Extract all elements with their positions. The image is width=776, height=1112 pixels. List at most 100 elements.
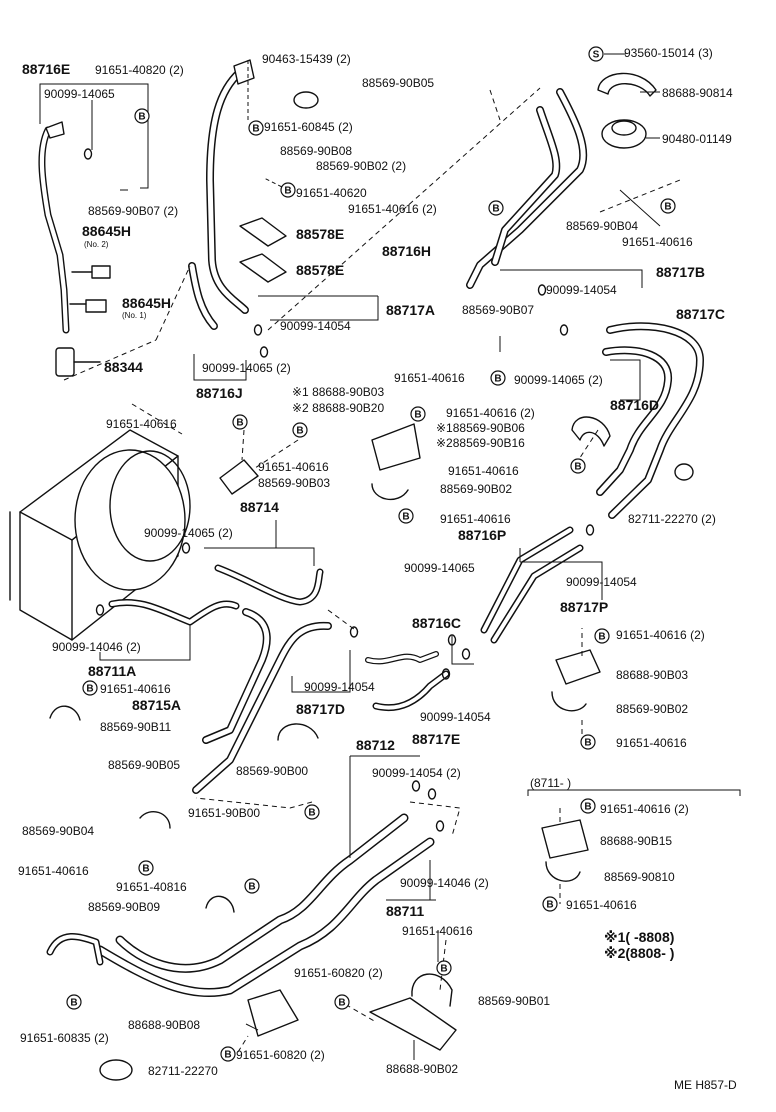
bolt-symbol-14 [304, 804, 320, 820]
label-91651-90B00: 91651-90B00 [188, 806, 261, 820]
label-88716J: 88716J [196, 385, 243, 401]
hose-end-left [46, 933, 104, 966]
hose-88716D [596, 346, 673, 496]
hose-88717E [372, 670, 450, 712]
clamp-88569-90B03 [219, 459, 259, 495]
bolt-symbol-2 [280, 182, 296, 198]
bolt-symbol-0 [134, 108, 150, 124]
label-star2-88688-90B20: ※2 88688-90B20 [292, 401, 385, 415]
bolt-symbol-letter-19: B [70, 998, 77, 1009]
label-90099-14054-a: 90099-14054 [280, 319, 351, 333]
label-91651-40616-mid: 91651-40616 [394, 371, 465, 385]
label-8711-range: (8711- ) [530, 776, 572, 790]
clamp-82711-22270 [99, 1059, 133, 1081]
label-91651-40616-box: 91651-40616 [566, 898, 637, 912]
label-88717E: 88717E [412, 731, 461, 747]
bracket-88688-90814 [597, 72, 657, 97]
bolt-symbol-letter-4: B [664, 202, 671, 213]
bolt-symbol-21 [580, 798, 596, 814]
hose-88716C [365, 651, 439, 665]
label-90099-14065-2-c: 90099-14065 (2) [144, 526, 233, 540]
label-91651-60820-2-a: 91651-60820 (2) [294, 966, 383, 980]
screw-symbol [588, 46, 604, 62]
label-82711-22270-2: 82711-22270 (2) [628, 512, 716, 526]
bolt-symbol-letter-18: B [338, 998, 345, 1009]
bolt-symbol-17 [436, 960, 452, 976]
label-88569-90B05-top: 88569-90B05 [362, 76, 435, 90]
label-90099-14054-d: 90099-14054 [304, 680, 375, 694]
label-88569-90B07: 88569-90B07 [462, 303, 535, 317]
clamp-88569-90B02-mid [371, 483, 409, 501]
label-88645H-no1-sub: (No. 1) [122, 311, 147, 320]
bolt-symbol-5 [490, 370, 506, 386]
diagram-ref-code: ME H857-D [674, 1078, 737, 1092]
hose-88717P [490, 544, 584, 644]
label-star2-88569-90B16: ※288569-90B16 [436, 436, 525, 450]
label-93560-15014: 93560-15014 (3) [624, 46, 713, 60]
bolt-symbol-letter-10: B [402, 512, 409, 523]
label-88688-90814: 88688-90814 [662, 86, 733, 100]
label-91651-40616-tr: 91651-40616 [622, 235, 693, 249]
receiver-88344 [55, 347, 101, 377]
label-88569-90B02-mid: 88569-90B02 [440, 482, 513, 496]
clamp-82711-22270-2 [674, 463, 694, 481]
label-91651-40616-left: 91651-40616 [106, 417, 177, 431]
pressure-switch-no2 [71, 265, 111, 279]
label-91651-60820-2-b: 91651-60820 (2) [236, 1048, 325, 1062]
label-88688-90B15: 88688-90B15 [600, 834, 673, 848]
label-90099-14065-c: 90099-14065 [404, 561, 475, 575]
bolt-symbol-12 [594, 628, 610, 644]
pressure-switch-no1 [69, 299, 107, 313]
label-91651-40616-b: 91651-40616 [402, 924, 473, 938]
clip-88578E-a [239, 217, 287, 247]
label-91651-40616-2-top: 91651-40616 (2) [348, 202, 437, 216]
bolt-symbol-letter-8: B [236, 418, 243, 429]
label-88578E-a: 88578E [296, 226, 345, 242]
hose-88717B [491, 106, 561, 266]
label-91651-40820: 91651-40820 (2) [95, 63, 184, 77]
label-88715A: 88715A [132, 697, 182, 713]
label-88569-90B08: 88569-90B08 [280, 144, 353, 158]
label-88569-90B01: 88569-90B01 [478, 994, 551, 1008]
label-90463-15439: 90463-15439 (2) [262, 52, 351, 66]
label-91651-40616-c: 91651-40616 [258, 460, 329, 474]
label-88711: 88711 [386, 903, 425, 919]
hose-88716H [466, 88, 588, 289]
bolt-symbol-letter-9: B [296, 426, 303, 437]
bolt-symbol-letter-11: B [86, 684, 93, 695]
label-91651-40616-r3: 91651-40616 [440, 512, 511, 526]
note-star1: ※1( -8808) [604, 929, 675, 945]
label-88717D: 88717D [296, 701, 346, 717]
label-88569-90810: 88569-90810 [604, 870, 675, 884]
hose-88717A [206, 59, 255, 314]
bolt-symbol-letter-5: B [494, 374, 501, 385]
bolt-symbol-11 [82, 680, 98, 696]
label-91651-40816: 91651-40816 [116, 880, 187, 894]
label-88716D: 88716D [610, 397, 660, 413]
clamp-88569-90B09 [205, 895, 235, 913]
bolt-symbol-letter-14: B [308, 808, 315, 819]
label-90099-14046-2-a: 90099-14046 (2) [52, 640, 141, 654]
label-88717P: 88717P [560, 599, 609, 615]
label-88645H-no2-sub: (No. 2) [84, 240, 109, 249]
bolt-symbol-9 [292, 422, 308, 438]
label-88569-90B02-2: 88569-90B02 (2) [316, 159, 407, 173]
clip-88578E-b [239, 253, 287, 283]
label-90480-01149: 90480-01149 [662, 132, 732, 146]
label-91651-40620: 91651-40620 [296, 186, 367, 200]
label-88645H-no2: 88645H [82, 223, 132, 239]
label-91651-40616-l2: 91651-40616 [100, 682, 171, 696]
clamp-88569-90B00 [277, 723, 319, 741]
label-88344: 88344 [104, 359, 143, 375]
label-88578E-b: 88578E [296, 262, 345, 278]
label-88716H: 88716H [382, 243, 432, 259]
bolt-symbol-letter-12: B [598, 632, 605, 643]
bolt-symbol-letter-6: B [414, 410, 421, 421]
clamp-88569-90B02-r [551, 691, 587, 712]
label-88688-90B08: 88688-90B08 [128, 1018, 201, 1032]
hose-88712 [115, 813, 409, 973]
label-91651-40616-r2: 91651-40616 [448, 464, 519, 478]
label-91651-40616-2-r: 91651-40616 (2) [616, 628, 705, 642]
